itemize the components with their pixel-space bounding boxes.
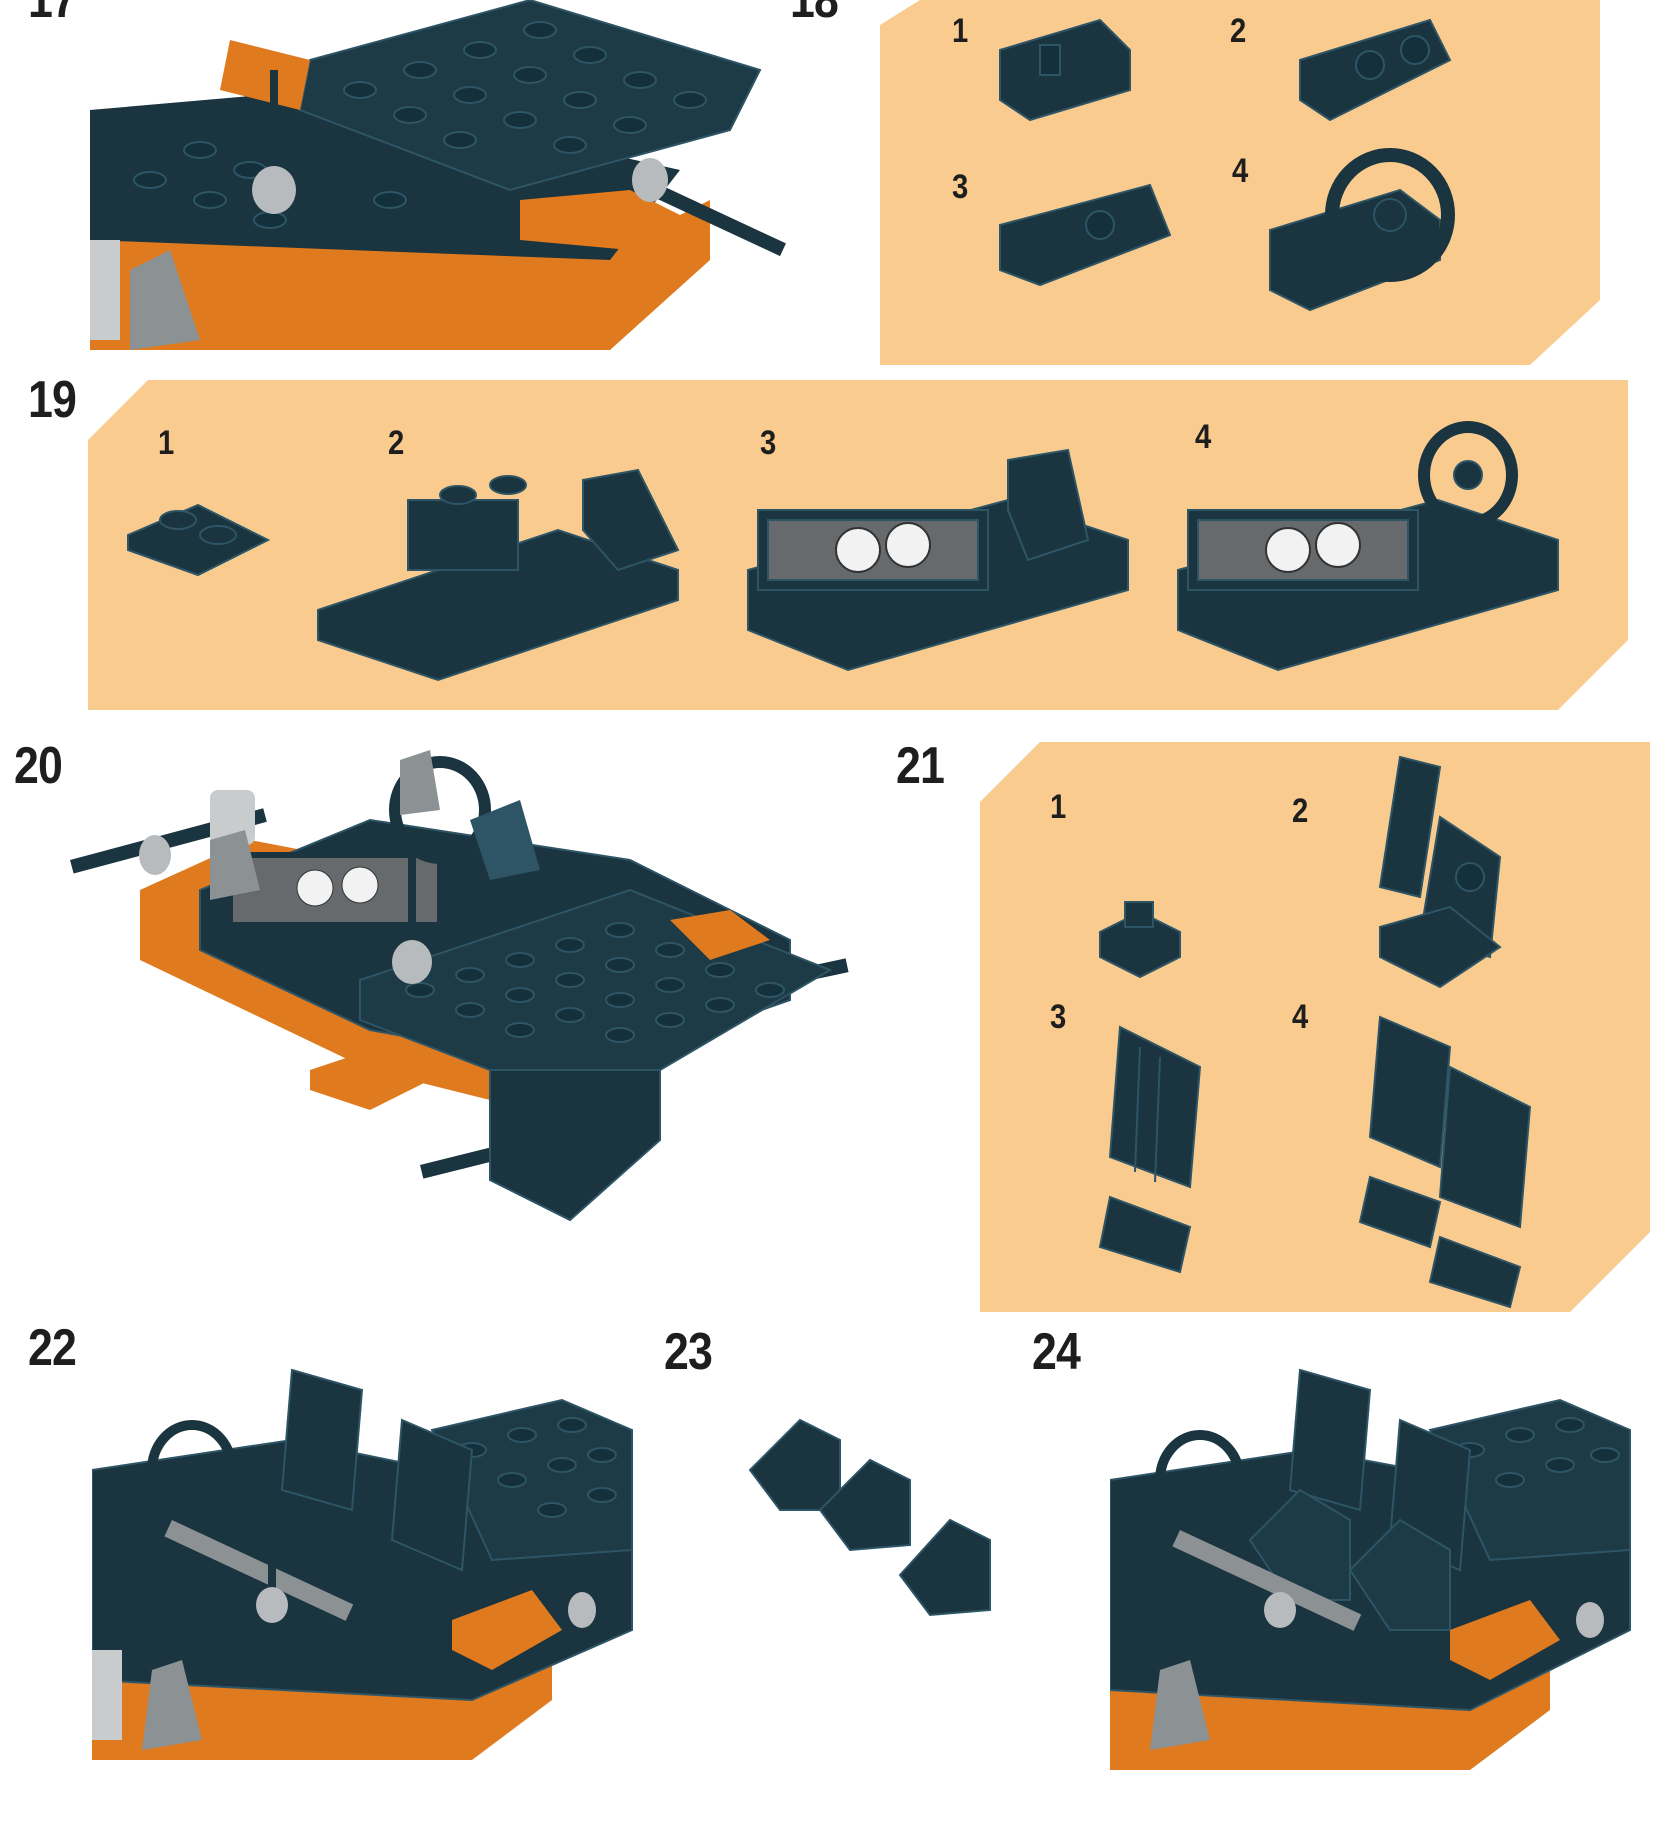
step-19-sub-1: 1 bbox=[158, 424, 175, 462]
step-number-17: 17 bbox=[28, 0, 77, 29]
step-number-20: 20 bbox=[14, 737, 63, 795]
step-number-22: 22 bbox=[28, 1319, 77, 1377]
step-number-23: 23 bbox=[664, 1323, 713, 1381]
step-22-model-illustration bbox=[92, 1368, 633, 1760]
step-number-24: 24 bbox=[1032, 1323, 1081, 1381]
step-21-panel bbox=[980, 742, 1650, 1312]
step-18-sub-4: 4 bbox=[1232, 152, 1249, 190]
step-21-sub-2: 2 bbox=[1292, 792, 1309, 830]
step-number-18: 18 bbox=[790, 0, 839, 29]
step-number-19: 19 bbox=[28, 371, 77, 429]
step-19-panel bbox=[88, 380, 1628, 710]
step-21-sub-4: 4 bbox=[1292, 998, 1309, 1036]
step-18-panel bbox=[880, 0, 1600, 365]
step-18-sub-1: 1 bbox=[952, 12, 969, 50]
step-18-sub-3: 3 bbox=[952, 168, 969, 206]
step-24-model-illustration bbox=[1110, 1368, 1631, 1770]
step-20-model-illustration bbox=[70, 750, 849, 1222]
step-19-sub-2: 2 bbox=[388, 424, 405, 462]
step-18-sub-2: 2 bbox=[1230, 12, 1247, 50]
step-number-21: 21 bbox=[896, 737, 945, 795]
step-19-sub-3: 3 bbox=[760, 424, 777, 462]
step-23-parts-illustration bbox=[748, 1418, 991, 1617]
step-17-model-illustration bbox=[90, 0, 786, 350]
step-19-sub-4: 4 bbox=[1195, 418, 1212, 456]
step-21-sub-3: 3 bbox=[1050, 998, 1067, 1036]
step-21-sub-1: 1 bbox=[1050, 788, 1067, 826]
